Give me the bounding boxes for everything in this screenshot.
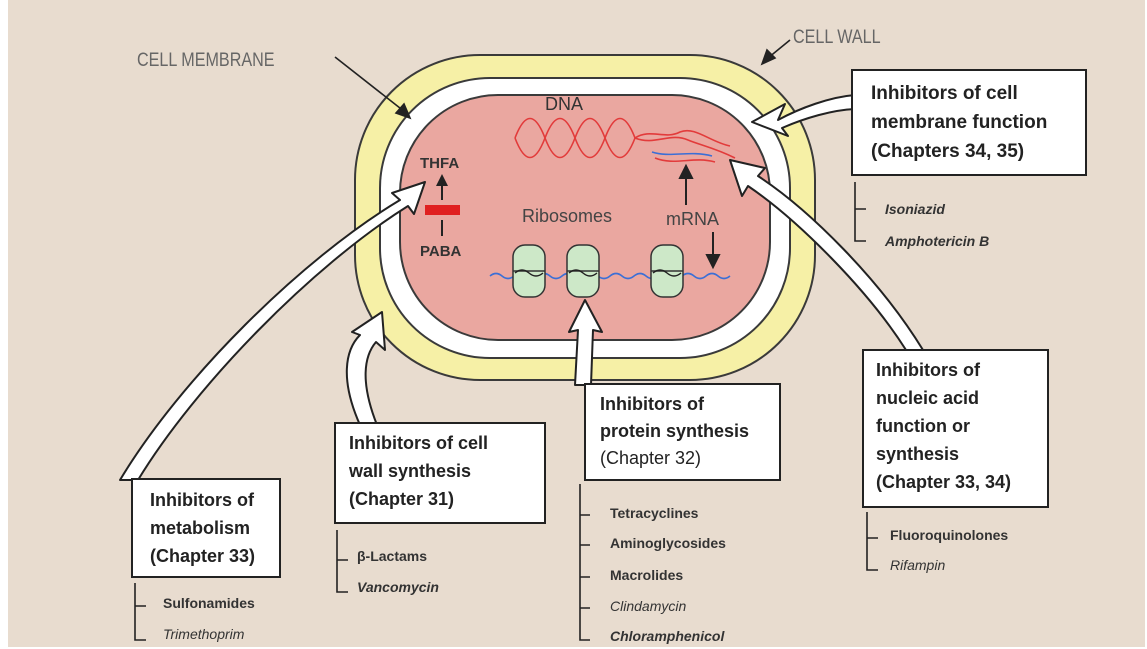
drug-name: Chloramphenicol: [610, 628, 725, 644]
box-metabolism-line: Inhibitors of: [150, 490, 255, 510]
box-membrane-line: Inhibitors of cell: [871, 83, 1018, 104]
box-metabolism: Inhibitors of metabolism (Chapter 33): [132, 479, 280, 577]
box-membrane-line: membrane function: [871, 112, 1047, 133]
box-wall-line: (Chapter 31): [349, 489, 454, 509]
drug-name: β-Lactams: [357, 548, 427, 564]
box-protein-line: protein synthesis: [600, 421, 749, 441]
box-protein: Inhibitors of protein synthesis (Chapter…: [585, 384, 780, 480]
pathway-block: [425, 205, 460, 215]
drug-name: Macrolides: [610, 567, 683, 583]
box-metabolism-line: (Chapter 33): [150, 546, 255, 566]
label-dna: DNA: [545, 94, 583, 114]
box-protein-line: Inhibitors of: [600, 394, 705, 414]
box-nucleic-line: (Chapter 33, 34): [876, 472, 1011, 492]
box-nucleic-line: Inhibitors of: [876, 360, 981, 380]
box-membrane: Inhibitors of cell membrane function (Ch…: [852, 70, 1086, 175]
drug-name: Fluoroquinolones: [890, 527, 1008, 543]
box-protein-line: (Chapter 32): [600, 448, 701, 468]
label-ribosomes: Ribosomes: [522, 206, 612, 226]
label-mrna: mRNA: [666, 209, 719, 229]
drug-name: Clindamycin: [610, 598, 686, 614]
box-metabolism-line: metabolism: [150, 518, 250, 538]
label-cell-wall: CELL WALL: [793, 26, 881, 48]
box-nucleic-line: nucleic acid: [876, 388, 979, 408]
box-wall-line: Inhibitors of cell: [349, 433, 488, 453]
box-nucleic-line: synthesis: [876, 444, 959, 464]
drug-name: Trimethoprim: [163, 626, 245, 642]
label-cell-membrane: CELL MEMBRANE: [137, 49, 275, 71]
drug-name: Tetracyclines: [610, 505, 699, 521]
box-wall: Inhibitors of cell wall synthesis (Chapt…: [335, 423, 545, 523]
drug-name: Aminoglycosides: [610, 535, 726, 551]
box-wall-line: wall synthesis: [348, 461, 471, 481]
drug-name: Amphotericin B: [884, 233, 989, 249]
box-nucleic: Inhibitors of nucleic acid function or s…: [863, 350, 1048, 507]
drug-name: Sulfonamides: [163, 595, 255, 611]
box-nucleic-line: function or: [876, 416, 970, 436]
label-thfa: THFA: [420, 155, 459, 172]
drug-name: Rifampin: [890, 557, 945, 573]
drug-name: Isoniazid: [885, 201, 945, 217]
drug-name: Vancomycin: [357, 579, 439, 595]
box-membrane-line: (Chapters 34, 35): [871, 141, 1024, 162]
label-paba: PABA: [420, 243, 462, 260]
